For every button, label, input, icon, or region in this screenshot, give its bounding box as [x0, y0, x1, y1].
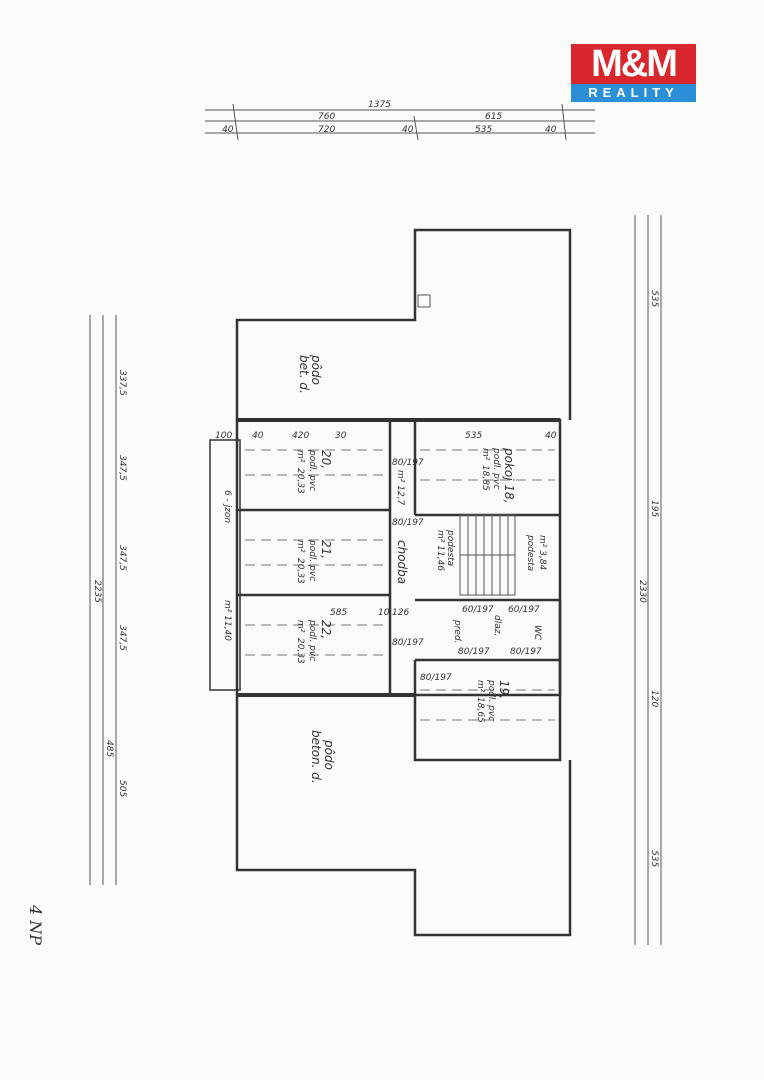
room-20-area-label: m² — [295, 450, 305, 463]
room-19-floor: podl. pvc — [486, 679, 496, 721]
dim-left-6: 485 — [104, 740, 114, 757]
mm-reality-logo: M&M REALITY — [571, 44, 696, 104]
landing-1-area: m² 11,46 — [435, 530, 445, 571]
balcony-bottom-name: pôdo — [322, 739, 336, 770]
balcony-top-name: pôdo — [309, 354, 323, 385]
door-label: 60/197 — [462, 605, 494, 615]
dim-right-3: 120 — [649, 690, 659, 707]
room-19-number: 19, — [497, 680, 511, 699]
dim-right-total: 2330 — [637, 580, 647, 603]
dim-wall-b: 40 — [402, 125, 414, 135]
dim-left-1: 337,5 — [117, 370, 127, 396]
right-dimensions: 2330 535 195 120 535 — [634, 215, 662, 945]
dim-left-4: 347,5 — [117, 625, 127, 651]
room-dimension-labels: 100 40 420 30 535 40 585 10 126 — [215, 431, 557, 618]
room-18-area-label: m² — [480, 448, 490, 461]
logo-tagline: REALITY — [571, 84, 696, 102]
wc-name: WC — [532, 625, 542, 641]
dim-left-3: 347,5 — [117, 545, 127, 571]
room-22-area-label: m² — [295, 620, 305, 633]
room-22-floor: podl. pvc — [307, 619, 317, 661]
room-dim-5: 535 — [465, 431, 482, 441]
dim-total: 1375 — [368, 100, 391, 110]
balcony-top-floor: bet. d. — [297, 355, 311, 394]
walls — [209, 228, 572, 937]
exterior-wall-name: 6 - jzon — [222, 490, 232, 523]
dim-left-2: 347,5 — [117, 455, 127, 481]
landing-2-area: m² 3,84 — [537, 535, 547, 571]
landing-2-name: podesta — [525, 534, 535, 571]
room-22-number: 22, — [319, 620, 333, 639]
room-dim-6: 40 — [545, 431, 557, 441]
staircase — [459, 514, 516, 596]
room-dim-9: 126 — [392, 608, 409, 618]
door-labels: 80/197 80/197 80/197 80/197 60/197 60/19… — [392, 458, 542, 683]
room-dim-2: 40 — [252, 431, 264, 441]
room-19-area: 18,65 — [475, 697, 485, 723]
dim-right-1: 535 — [649, 290, 659, 307]
door-label: 80/197 — [458, 647, 490, 657]
landing-1-name: podesta — [445, 529, 455, 566]
room-20-floor: podl. pvc — [307, 449, 317, 491]
exterior-wall-note: m² 11,40 — [222, 600, 232, 641]
room-dim-7: 585 — [330, 608, 347, 618]
room-18-area: 18,85 — [480, 465, 490, 491]
room-18-number: pokoj 18, — [502, 447, 516, 503]
room-dim-4: 30 — [335, 431, 347, 441]
room-19-area-label: m² — [475, 680, 485, 693]
dashed-lines — [245, 449, 555, 721]
dim-left-5: 505 — [117, 780, 127, 797]
room-20-area: 20,33 — [295, 468, 305, 494]
door-label: 80/197 — [510, 647, 542, 657]
bathroom-floor: dlaz. — [492, 615, 502, 636]
dim-wall-c: 40 — [545, 125, 557, 135]
door-label: 80/197 — [392, 518, 424, 528]
dim-right-4: 535 — [649, 850, 659, 867]
floor-note: 4 NP — [26, 904, 45, 945]
room-21-floor: podl. pvc — [307, 539, 317, 581]
door-label: 80/197 — [392, 638, 424, 648]
room-dim-1: 100 — [215, 431, 232, 441]
room-dim-3: 420 — [292, 431, 309, 441]
room-21-area-label: m² — [295, 540, 305, 553]
room-18-floor: podl. pvc — [491, 447, 501, 489]
room-21-number: 21, — [319, 540, 333, 559]
room-dim-8: 10 — [378, 608, 390, 618]
room-22-area: 20,33 — [295, 638, 305, 664]
door-label: 60/197 — [508, 605, 540, 615]
dim-inner-left: 720 — [318, 125, 335, 135]
dim-wall-a: 40 — [222, 125, 234, 135]
top-dimensions: 1375 760 615 40 720 40 535 40 — [205, 100, 595, 141]
room-labels: pôdo bet. d. 20, podl. pvc m² 20,33 21, … — [222, 354, 547, 784]
door-label: 80/197 — [392, 458, 424, 468]
left-dimensions: 2235 337,5 347,5 347,5 347,5 505 485 — [89, 315, 127, 885]
dim-right-2: 195 — [649, 500, 659, 517]
dim-left: 760 — [318, 112, 335, 122]
room-20-number: 20, — [319, 450, 333, 469]
door-label: 80/197 — [420, 673, 452, 683]
corridor-name: chodba — [395, 540, 409, 584]
balcony-bottom-floor: beton. d. — [309, 730, 323, 784]
logo-brand: M&M — [571, 44, 696, 84]
dim-right: 615 — [485, 112, 502, 122]
dim-left-total: 2235 — [92, 580, 102, 603]
dim-inner-right: 535 — [475, 125, 492, 135]
room-21-area: 20,33 — [295, 558, 305, 584]
bathroom-name: pred. — [452, 619, 462, 644]
corridor-area: m² 12,7 — [395, 470, 405, 506]
